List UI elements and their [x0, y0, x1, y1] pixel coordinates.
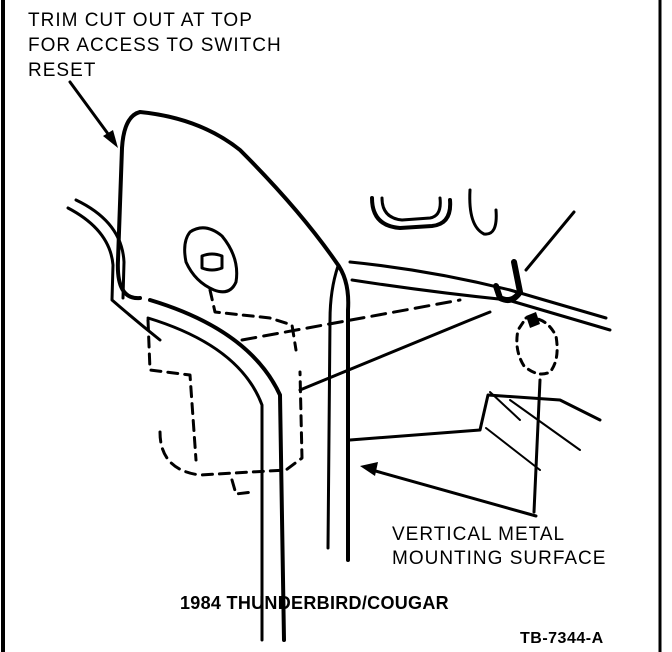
upper-clip-inner: [380, 196, 442, 222]
hook-connector: [493, 259, 523, 303]
hidden-switch-housing: [146, 288, 304, 496]
housing-top-dashed: [208, 288, 298, 352]
trim-panel-inner-edge: [326, 264, 340, 550]
dash-edge-inner: [74, 198, 126, 300]
lower-bracket: [348, 393, 602, 442]
crossmember-upper: [348, 260, 608, 320]
bracket-hatch-2: [485, 427, 541, 471]
surface-leader-line: [370, 468, 538, 518]
figure-code: TB-7344-A: [520, 630, 604, 647]
bracket-hatch-1: [489, 391, 521, 421]
switch-knob: [200, 252, 224, 272]
bracket-hatch-3: [509, 399, 581, 451]
figure-caption: 1984 THUNDERBIRD/COUGAR: [180, 593, 449, 613]
trim-panel-outline: [120, 110, 351, 562]
trim-callout-line2: FOR ACCESS TO SWITCH: [28, 35, 282, 56]
trim-panel-left-edge: [115, 146, 142, 301]
breaker-dashed: [515, 316, 559, 376]
hook-leader-line: [524, 210, 576, 272]
housing-tab-dashed: [230, 478, 254, 496]
crossmember-lower: [350, 278, 612, 332]
breaker-nub: [526, 312, 540, 328]
surface-callout-line1: VERTICAL METAL: [392, 524, 566, 545]
surface-leader-arrowhead: [360, 462, 378, 476]
trim-leader-line: [68, 80, 116, 144]
upper-clip: [370, 196, 453, 230]
trim-callout-line1: TRIM CUT OUT AT TOP: [28, 10, 253, 31]
mounting-post-outer: [148, 298, 286, 642]
brace-line: [298, 310, 492, 392]
breaker-leader-line: [532, 378, 542, 514]
trim-leader-arrowhead: [103, 130, 118, 148]
trim-callout-line3: RESET: [28, 60, 97, 81]
small-clip: [468, 188, 498, 236]
housing-body-dashed: [158, 370, 304, 477]
housing-left-dashed: [146, 318, 198, 462]
dash-long-line: [240, 298, 462, 342]
dash-edge-outer: [66, 206, 162, 342]
panel-oval-cutout: [183, 226, 239, 294]
surface-callout-line2: MOUNTING SURFACE: [392, 548, 607, 569]
mounting-post-inner: [146, 316, 264, 642]
